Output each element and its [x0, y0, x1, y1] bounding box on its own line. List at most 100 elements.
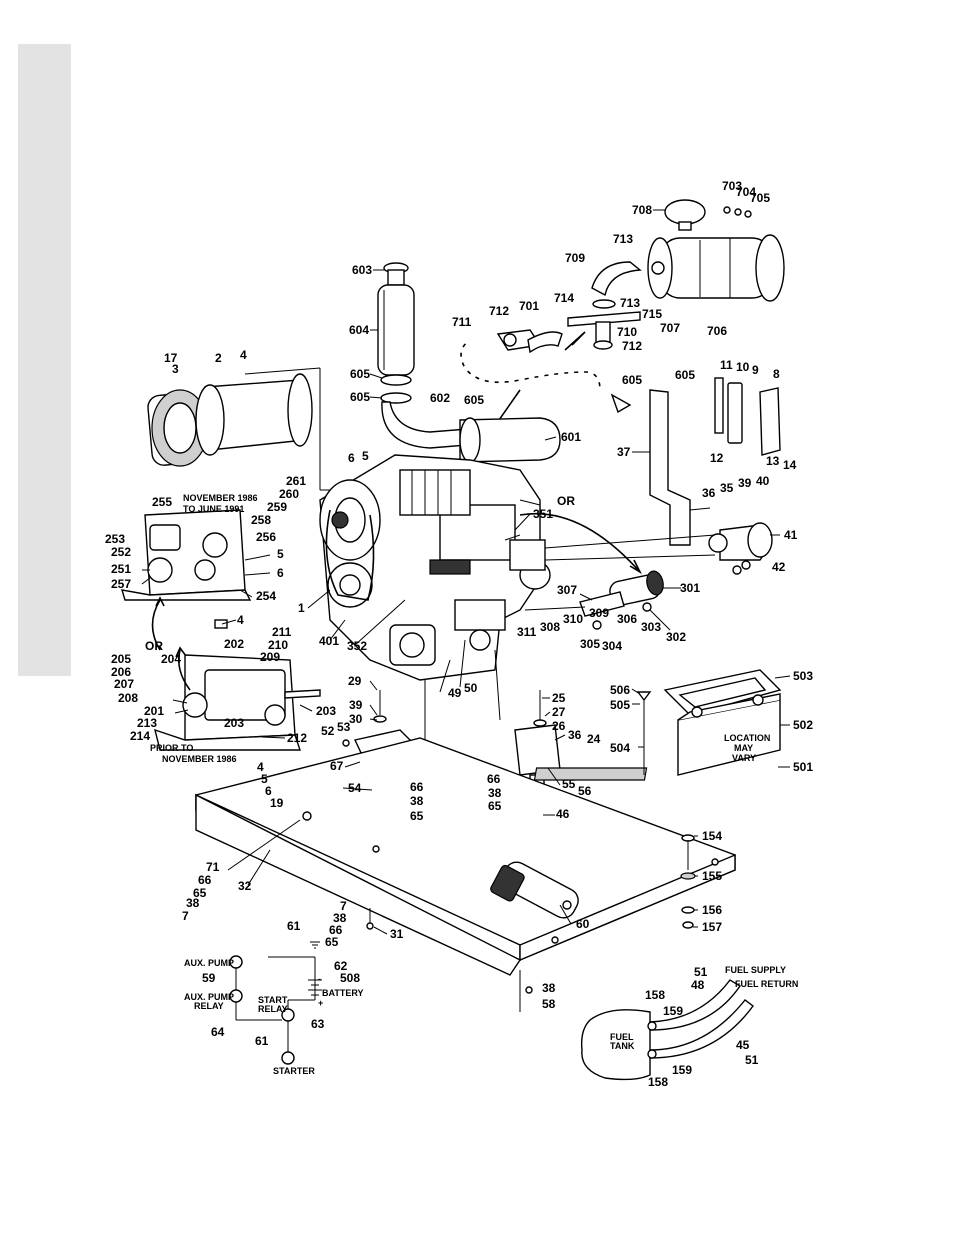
part-label-93: 50	[464, 681, 478, 695]
part-label-123: 46	[556, 807, 570, 821]
part-label-150: 64	[211, 1025, 225, 1039]
fuel-tank	[580, 979, 754, 1081]
part-label-88: 203	[224, 716, 244, 730]
part-label-6: 603	[352, 263, 372, 277]
control-box-1986	[121, 509, 252, 651]
part-label-148: 158	[645, 988, 665, 1002]
part-label-137: 31	[390, 927, 404, 941]
part-label-140: 65	[325, 935, 339, 949]
part-label-96: 505	[610, 698, 630, 712]
part-label-48: 39	[738, 476, 752, 490]
part-label-54: 257	[111, 577, 131, 591]
part-label-3: 705	[750, 191, 770, 205]
part-label-106: 24	[587, 732, 601, 746]
part-label-155: 159	[672, 1063, 692, 1077]
part-label-41: 259	[267, 500, 287, 514]
part-label-74: 202	[224, 637, 244, 651]
diagram-note-13: STARTER	[273, 1066, 315, 1076]
part-label-58: 42	[772, 560, 786, 574]
part-label-86: 213	[137, 716, 157, 730]
part-label-27: 605	[350, 390, 370, 404]
part-label-10: 707	[660, 321, 680, 335]
part-label-138: 157	[702, 920, 722, 934]
part-label-61: 301	[680, 581, 700, 595]
part-label-127: 65	[193, 886, 207, 900]
part-label-16: 710	[617, 325, 637, 339]
starter-motor	[519, 512, 671, 631]
part-label-47: 35	[720, 481, 734, 495]
air-cleaner-assembly	[567, 199, 785, 350]
part-label-103: 52	[321, 724, 335, 738]
part-label-84: 208	[118, 691, 138, 705]
part-label-105: 36	[568, 728, 582, 742]
part-label-33: 37	[617, 445, 631, 459]
part-label-9: 715	[642, 307, 662, 321]
part-label-14: 711	[452, 315, 472, 329]
part-label-111: 19	[270, 796, 284, 810]
part-label-152: 61	[255, 1034, 269, 1048]
part-label-110: 6	[265, 784, 272, 798]
part-label-90: 212	[287, 731, 307, 745]
part-label-139: 61	[287, 919, 301, 933]
part-label-143: 59	[202, 971, 216, 985]
part-label-43: 255	[152, 495, 172, 509]
part-label-108: 4	[257, 760, 264, 774]
part-label-77: 305	[580, 637, 600, 651]
part-label-66: 303	[641, 620, 661, 634]
diagram-note-15: FUEL RETURN	[735, 979, 798, 989]
part-label-0: 708	[632, 203, 652, 217]
part-label-38: 5	[362, 449, 369, 463]
part-label-17: 712	[622, 339, 642, 353]
part-label-144: 51	[694, 965, 708, 979]
part-label-24: 9	[752, 363, 759, 377]
part-label-34: 12	[710, 451, 724, 465]
part-label-130: 38	[186, 896, 200, 910]
part-label-124: 154	[702, 829, 722, 843]
diagram-note-5: MAY	[734, 743, 753, 753]
engine-block	[319, 454, 551, 681]
part-label-15: 604	[349, 323, 369, 337]
part-label-68: 311	[517, 625, 537, 639]
part-label-142: 508	[340, 971, 360, 985]
part-label-46: 36	[702, 486, 716, 500]
part-label-146: 38	[542, 981, 556, 995]
part-label-2: 704	[736, 185, 756, 199]
part-label-62: 1	[298, 601, 305, 615]
part-label-99: 26	[552, 719, 566, 733]
alternator	[544, 377, 781, 575]
part-label-50: 256	[256, 530, 276, 544]
diagram-note-14: FUEL SUPPLY	[725, 965, 786, 975]
part-label-55: 5	[277, 547, 284, 561]
part-label-5: 709	[565, 251, 585, 265]
part-label-97: 25	[552, 691, 566, 705]
part-label-71: 211	[272, 625, 292, 639]
part-label-82: 206	[111, 665, 131, 679]
part-label-153: 45	[736, 1038, 750, 1052]
part-label-26: 605	[350, 367, 370, 381]
part-label-109: 5	[261, 772, 268, 786]
part-label-53: 251	[111, 562, 131, 576]
part-label-25: 8	[773, 367, 780, 381]
part-label-76: 352	[347, 639, 367, 653]
part-label-65: 306	[617, 612, 637, 626]
part-label-98: 27	[552, 705, 566, 719]
part-label-107: 504	[610, 741, 630, 755]
part-label-30: 605	[622, 373, 642, 387]
part-label-89: 203	[316, 704, 336, 718]
hardware-154-157	[680, 834, 696, 929]
intake-tube	[147, 367, 340, 491]
part-label-13: 701	[519, 299, 539, 313]
part-label-28: 602	[430, 391, 450, 405]
part-label-40: 260	[279, 487, 299, 501]
part-label-29: 605	[464, 393, 484, 407]
part-label-51: 253	[105, 532, 125, 546]
part-label-83: 207	[114, 677, 134, 691]
part-label-23: 10	[736, 360, 750, 374]
diagram-note-18: +	[318, 998, 323, 1008]
part-label-120: 38	[410, 794, 424, 808]
part-label-114: 66	[487, 772, 501, 786]
part-label-134: 60	[576, 917, 590, 931]
part-label-101: 30	[349, 712, 363, 726]
part-label-132: 7	[340, 899, 347, 913]
part-label-57: 41	[784, 528, 798, 542]
